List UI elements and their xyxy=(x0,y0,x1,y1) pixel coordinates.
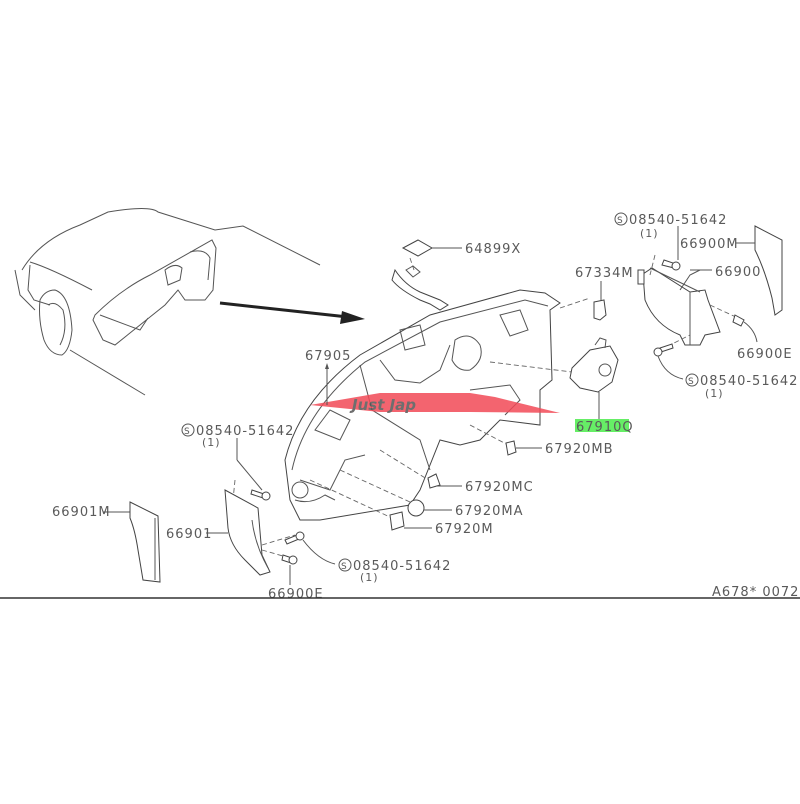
screw-label: 08540-51642 xyxy=(700,374,798,389)
callout-66900E-right: 66900E xyxy=(737,347,793,362)
callout-66900: 66900 xyxy=(715,265,761,280)
callout-66900M: 66900M xyxy=(680,237,739,252)
s-symbol-icon: S xyxy=(341,562,347,572)
s-symbol-icon: S xyxy=(617,216,623,226)
screw-label: 08540-51642 xyxy=(353,559,451,574)
figure-code: A678* 0072 xyxy=(712,585,799,600)
part-66901: 66901 xyxy=(166,489,271,576)
direction-arrow xyxy=(219,301,365,324)
part-64899X: 64899X xyxy=(391,239,521,311)
part-66900E-right: 66900E xyxy=(709,304,793,362)
part-66900M: 66900M xyxy=(680,225,783,316)
part-67920M: 67920M xyxy=(309,479,494,537)
callout-66900E-left: 66900E xyxy=(268,587,324,602)
callout-67920MC: 67920MC xyxy=(465,480,534,495)
car-overview-sketch xyxy=(14,208,321,396)
highlight-marker xyxy=(575,419,629,432)
callout-66901M: 66901M xyxy=(52,505,111,520)
screw-bottom: S 08540-51642 (1) xyxy=(261,531,451,584)
screw-qty: (1) xyxy=(360,571,379,584)
screw-qty: (1) xyxy=(705,387,724,400)
part-67920MA: 67920MA xyxy=(339,469,523,519)
callout-67334M: 67334M xyxy=(575,266,634,281)
s-symbol-icon: S xyxy=(184,427,190,437)
watermark: Just Jap xyxy=(310,393,560,414)
callout-67905: 67905 xyxy=(305,349,351,364)
callout-67905-group: 67905 xyxy=(305,349,351,405)
screw-qty: (1) xyxy=(640,227,659,240)
callout-67920M: 67920M xyxy=(435,522,494,537)
callout-67920MA: 67920MA xyxy=(455,504,523,519)
screw-left: S 08540-51642 (1) xyxy=(181,423,294,501)
callout-67920MB: 67920MB xyxy=(545,442,614,457)
screw-qty: (1) xyxy=(202,436,221,449)
s-symbol-icon: S xyxy=(688,377,694,387)
screw-label: 08540-51642 xyxy=(629,213,727,228)
callout-64899X: 64899X xyxy=(465,242,521,257)
part-67920MB: 67920MB xyxy=(469,424,614,457)
part-67910Q: 67910Q xyxy=(489,337,634,435)
part-67920MC: 67920MC xyxy=(379,449,534,495)
part-66901M: 66901M xyxy=(52,501,161,583)
part-66900: 66900 xyxy=(637,265,761,346)
part-67334M: 67334M xyxy=(559,266,634,321)
screw-label: 08540-51642 xyxy=(196,424,294,439)
callout-67910Q[interactable]: 67910Q xyxy=(576,420,634,435)
watermark-text: Just Jap xyxy=(349,396,416,414)
callout-66901: 66901 xyxy=(166,527,212,542)
part-66900E-left: 66900E xyxy=(261,549,324,602)
screw-mid-right: S 08540-51642 (1) xyxy=(653,334,798,400)
screw-top-right: S 08540-51642 (1) xyxy=(614,212,727,276)
